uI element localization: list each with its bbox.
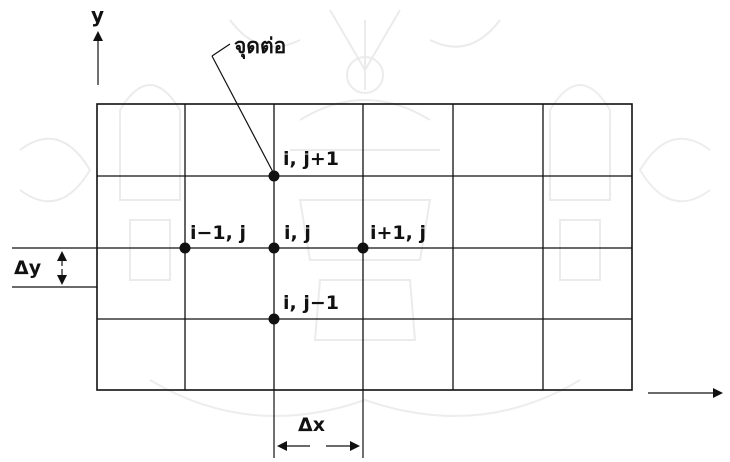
delta-x-label: Δx	[298, 414, 325, 436]
y-axis-label: y	[91, 3, 104, 27]
node-top	[269, 171, 280, 182]
callout-tick	[212, 44, 230, 56]
watermark-emblem	[20, 10, 710, 416]
node-left	[180, 243, 191, 254]
node-center-label: i, j	[284, 222, 311, 244]
node-top-label: i, j+1	[283, 148, 339, 170]
callout-leader-line	[212, 56, 274, 174]
delta-y-label: Δy	[14, 257, 42, 279]
node-right-label: i+1, j	[370, 222, 426, 244]
node-bottom	[269, 314, 280, 325]
node-bottom-label: i, j−1	[283, 292, 339, 314]
node-right	[358, 243, 369, 254]
node-left-label: i−1, j	[190, 222, 246, 244]
node-center	[269, 243, 280, 254]
callout-label: จุดต่อ	[234, 34, 286, 60]
